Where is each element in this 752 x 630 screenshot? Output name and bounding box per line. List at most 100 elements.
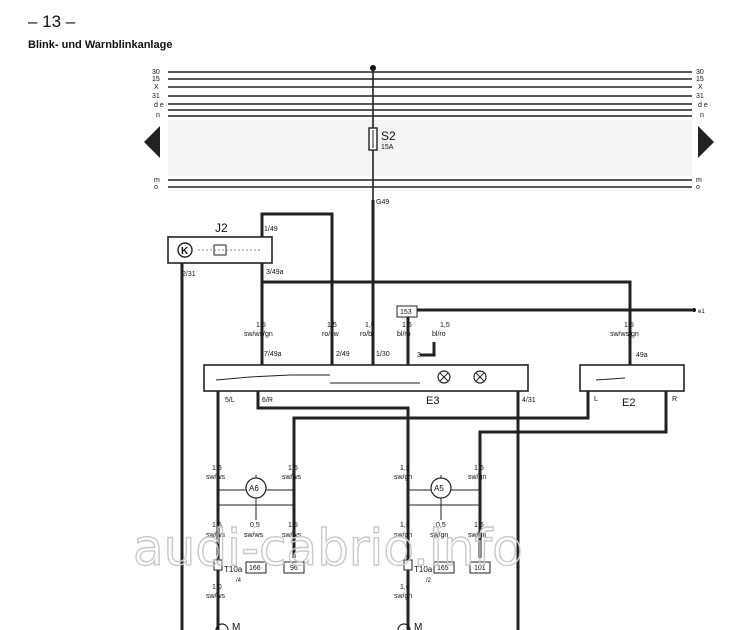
svg-text:1,5: 1,5 (474, 522, 484, 529)
supply-rails (168, 71, 692, 188)
svg-text:5/L: 5/L (225, 397, 235, 404)
relay-name: J2 (215, 221, 228, 235)
svg-text:T10a: T10a (224, 565, 243, 574)
ref-e1: e1 (698, 309, 705, 315)
rail-label: 30 (696, 69, 704, 76)
svg-text:1,5: 1,5 (256, 322, 266, 329)
relay-pin-top: 1/49 (264, 226, 278, 233)
svg-text:3: 3 (417, 352, 421, 359)
svg-text:sw/ws: sw/ws (206, 593, 226, 600)
svg-text:sw/ws: sw/ws (282, 474, 302, 481)
wires-lower (216, 391, 668, 630)
indicator-lamp-icon (437, 370, 451, 384)
svg-text:/2: /2 (426, 578, 432, 584)
svg-text:sw/gn: sw/gn (394, 593, 412, 600)
relay-pin-left: 2/31 (182, 271, 196, 278)
svg-text:1,0: 1,0 (365, 322, 375, 329)
svg-text:sw/ws: sw/ws (206, 474, 226, 481)
svg-text:1,5: 1,5 (327, 322, 337, 329)
svg-text:bl/ro: bl/ro (432, 331, 446, 338)
svg-text:2/49: 2/49 (336, 351, 350, 358)
svg-text:1,5: 1,5 (288, 465, 298, 472)
lower-wire-labels-right: 1,5 sw/gn 1,5 sw/gn 1,5 sw/gn 0,5 sw/gn … (394, 465, 486, 600)
ref-box-153 (396, 305, 418, 318)
svg-text:1,5: 1,5 (288, 522, 298, 529)
rail-labels-right: 30 15 X 31 d e n m o (696, 69, 708, 191)
rail-label: m (154, 177, 160, 184)
switch-e2-name: E2 (622, 397, 635, 409)
rail-label: 15 (696, 76, 704, 83)
upper-wire-labels: 1,5 sw/ws/gn 1,5 ro/sw 1,0 ro/bl 1,5 bl/… (244, 322, 639, 338)
svg-text:sw/gn: sw/gn (394, 474, 412, 481)
lamp-a5: A5 T10a /2 165 101 (414, 475, 491, 584)
svg-text:M: M (414, 622, 422, 630)
ref-153: 153 (400, 309, 412, 316)
svg-text:1,0: 1,0 (212, 584, 222, 591)
rail-label: m (696, 177, 702, 184)
svg-text:101: 101 (474, 565, 486, 572)
svg-text:sw/ws: sw/ws (244, 532, 264, 539)
svg-text:/4: /4 (236, 578, 242, 584)
svg-text:1,0: 1,0 (400, 584, 410, 591)
svg-text:1,5: 1,5 (402, 322, 412, 329)
svg-text:sw/ws: sw/ws (206, 532, 226, 539)
svg-text:1,5: 1,5 (212, 465, 222, 472)
switch-e3-name: E3 (426, 395, 439, 407)
nav-right-arrow-icon[interactable] (698, 126, 714, 158)
fuse-panel-shading (168, 120, 692, 176)
turn-switch-e2: E2 49a L R (579, 352, 685, 409)
svg-text:sw/ws: sw/ws (282, 532, 302, 539)
rail-label: n (156, 112, 160, 119)
svg-text:sw/gn: sw/gn (468, 474, 486, 481)
lamp-a5-name: A5 (434, 484, 444, 493)
rail-label: o (154, 184, 158, 191)
svg-text:165: 165 (437, 565, 449, 572)
fuse-rating: 15A (381, 144, 394, 151)
svg-text:0,5: 0,5 (436, 522, 446, 529)
rail-label: X (154, 84, 159, 91)
svg-text:166: 166 (249, 565, 261, 572)
svg-text:bl/ro: bl/ro (397, 331, 411, 338)
lamp-a6: A6 T10a /4 166 96 (224, 475, 305, 584)
rail-label: d e (698, 102, 708, 109)
svg-text:M: M (232, 622, 240, 630)
page-title: Blink- und Warnblinkanlage (28, 39, 172, 51)
rail-label: X (698, 84, 703, 91)
rail-label: 30 (152, 69, 160, 76)
svg-text:ro/bl: ro/bl (360, 331, 374, 338)
relay-j2: J2 K 1/49 2/31 3/49a (167, 221, 284, 278)
fuse-name: S2 (381, 129, 396, 143)
rail-label: 31 (152, 93, 160, 100)
page-number: – 13 – (28, 12, 76, 31)
svg-text:7/49a: 7/49a (264, 351, 282, 358)
svg-text:R: R (672, 396, 677, 403)
svg-text:T10a: T10a (414, 565, 433, 574)
svg-text:0,5: 0,5 (250, 522, 260, 529)
svg-text:1,5: 1,5 (212, 522, 222, 529)
ground-ref: G49 (376, 199, 389, 206)
indicator-lamp-icon (473, 370, 487, 384)
rail-label: d e (154, 102, 164, 109)
svg-text:96: 96 (290, 565, 298, 572)
lamp-a6-name: A6 (249, 484, 259, 493)
fuse-s2: S2 15A G49 (368, 65, 396, 206)
rail-label: n (700, 112, 704, 119)
rail-label: o (696, 184, 700, 191)
svg-text:1,5: 1,5 (400, 465, 410, 472)
svg-text:1,5: 1,5 (440, 322, 450, 329)
relay-pin-right: 3/49a (266, 269, 284, 276)
svg-text:49a: 49a (636, 352, 648, 359)
svg-text:sw/ws/gn: sw/ws/gn (244, 331, 273, 338)
watermark: audi-cabrio.info (133, 519, 523, 577)
svg-text:sw/gn: sw/gn (394, 532, 412, 539)
svg-text:sw/gn: sw/gn (430, 532, 448, 539)
svg-text:1,5: 1,5 (474, 465, 484, 472)
svg-text:ro/sw: ro/sw (322, 331, 340, 338)
nav-left-arrow-icon[interactable] (144, 126, 160, 158)
svg-text:K: K (181, 246, 189, 257)
relay-k-icon (177, 242, 193, 258)
rail-label: 15 (152, 76, 160, 83)
svg-text:6/R: 6/R (262, 397, 273, 404)
svg-text:sw/ws/gn: sw/ws/gn (610, 331, 639, 338)
rail-label: 31 (696, 93, 704, 100)
